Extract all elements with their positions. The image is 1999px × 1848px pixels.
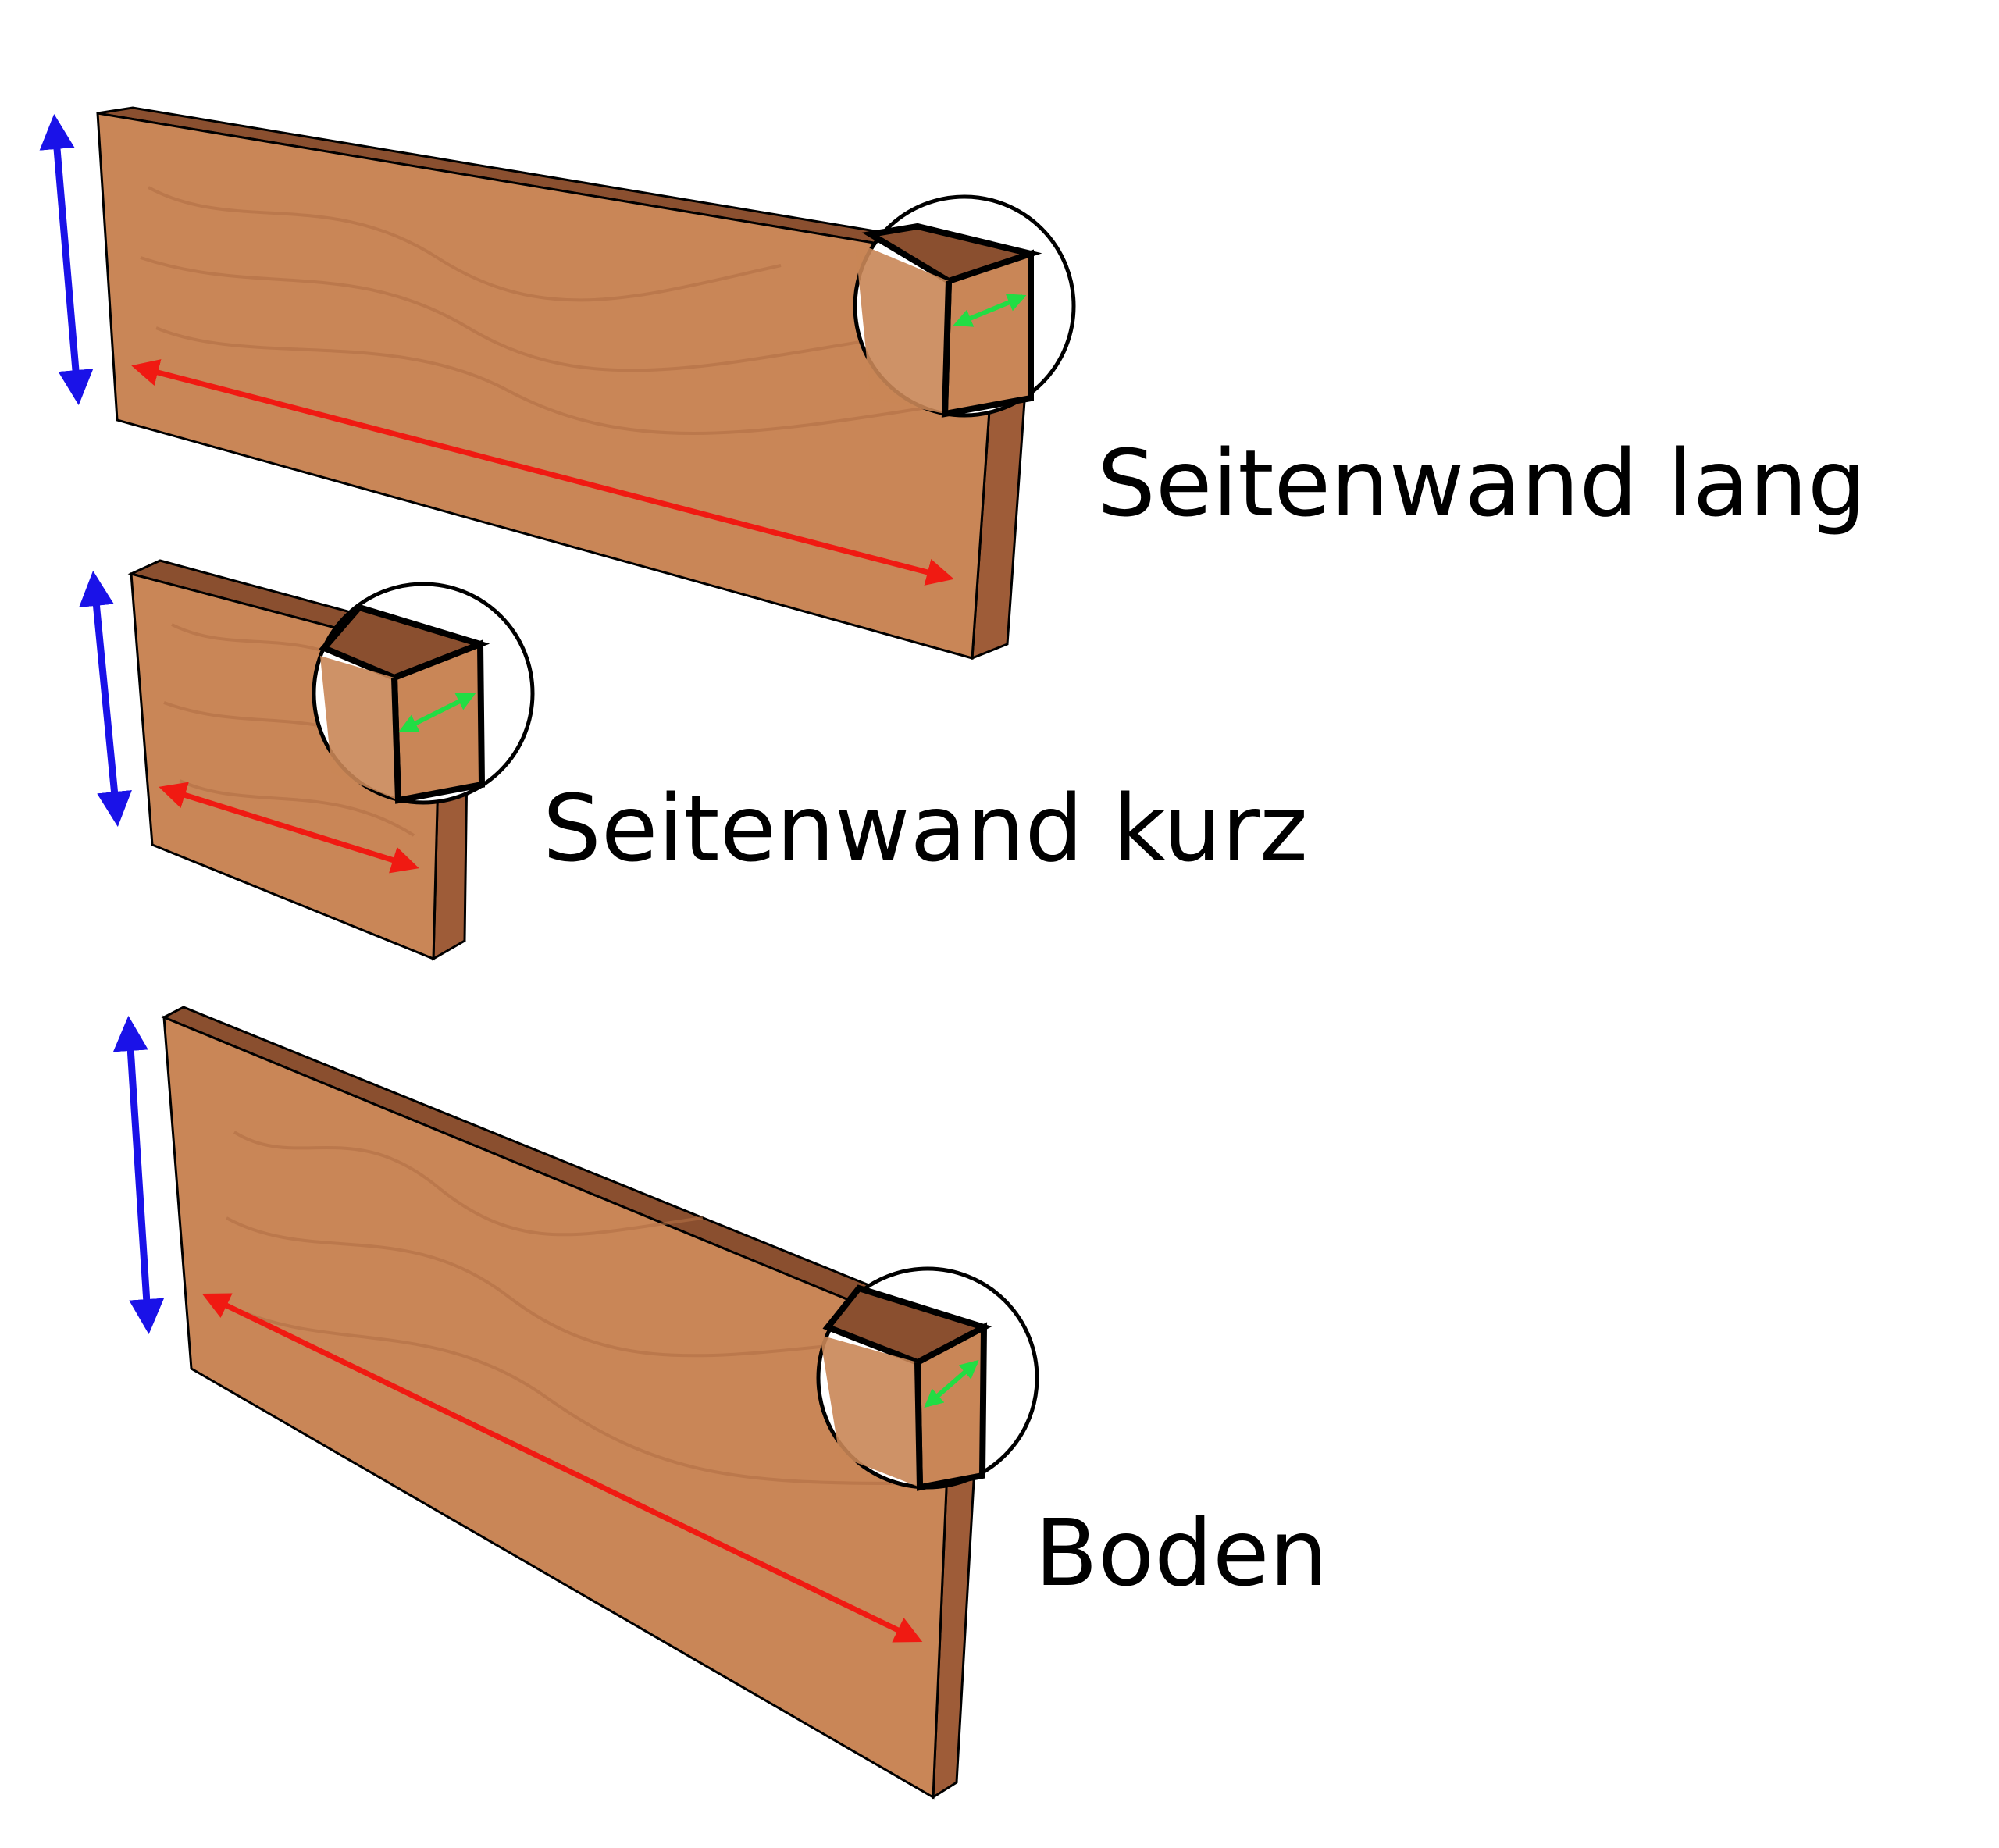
board-long: Seitenwand lang [39, 106, 1866, 661]
board-short: Seitenwand kurz [79, 559, 1308, 961]
height-arrow-short [79, 571, 132, 827]
height-arrow-bottom [112, 1016, 165, 1334]
thickness-arrow-bottom [924, 1359, 979, 1408]
label-long: Seitenwand lang [1097, 429, 1866, 537]
label-short: Seitenwand kurz [543, 774, 1308, 882]
detail-circle-bottom [816, 1266, 1039, 1491]
length-arrow-bottom [201, 1293, 923, 1643]
detail-circle-short [312, 582, 535, 805]
thickness-arrow-long [953, 294, 1027, 327]
length-arrow-short [159, 782, 419, 874]
detail-circle-long [853, 194, 1076, 418]
board-bottom: Boden [112, 1006, 1327, 1800]
height-arrow-long [39, 114, 94, 405]
length-arrow-long [131, 359, 954, 586]
label-bottom: Boden [1035, 1499, 1327, 1607]
thickness-arrow-short [398, 693, 476, 732]
board-long-face [96, 112, 1001, 660]
